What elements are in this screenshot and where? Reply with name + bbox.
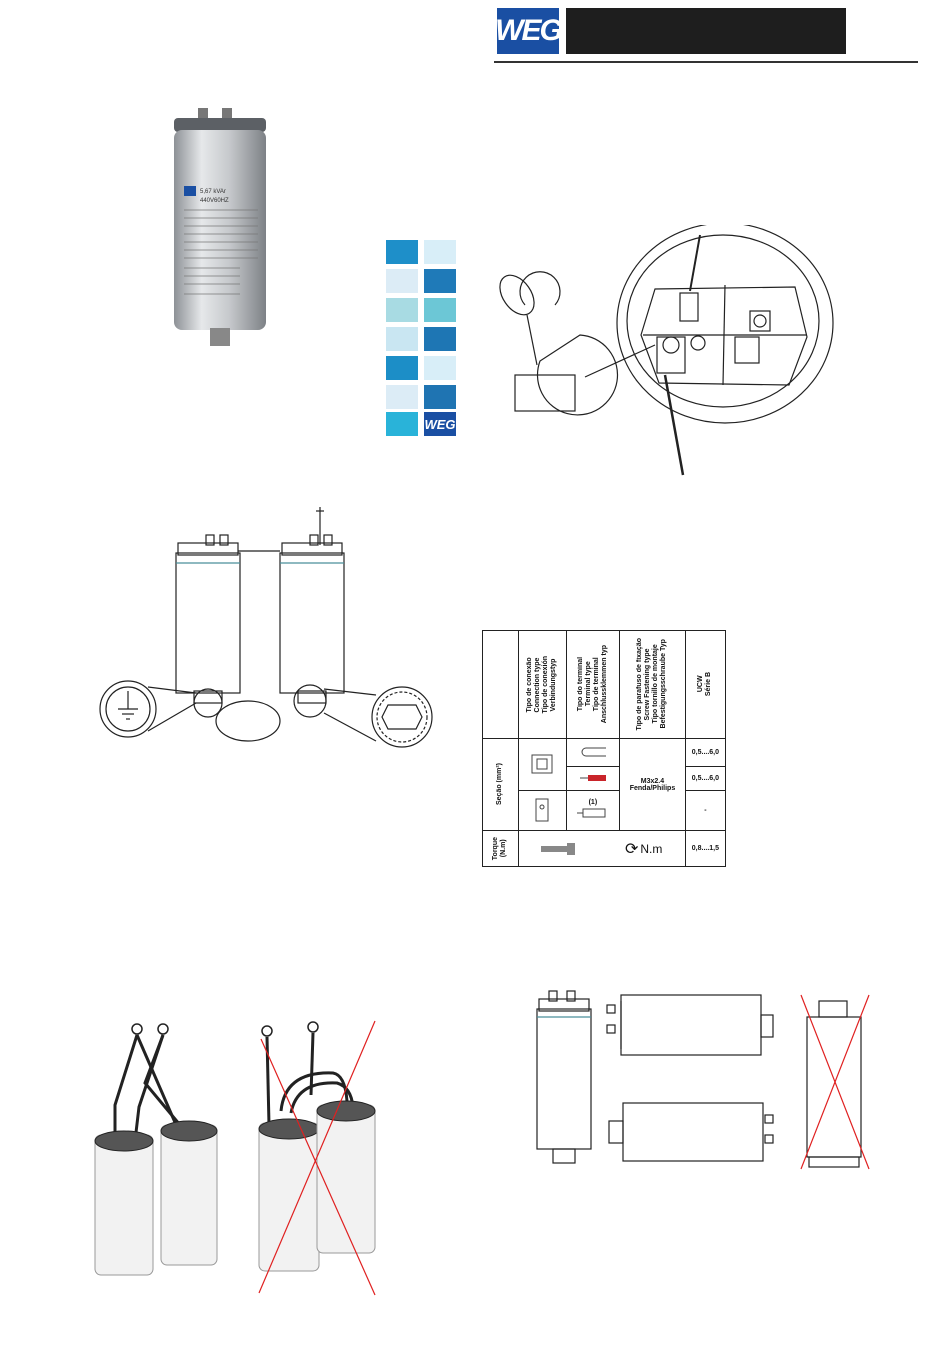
fork-terminal-icon [581,747,606,756]
header-screw-type: Tipo de parafuso de fixação Screw Fasten… [636,638,668,731]
section-value-3: - [684,790,727,831]
grounding-diagram [99,507,433,748]
row-section-label: Seção (mm²) [496,763,504,806]
rotation-icon: ⟳ [625,840,639,858]
capacitor-photo: 5,67 kVAr 440V60HZ [174,108,266,346]
weg-logo: WEG [495,8,563,54]
color-mosaic: WEG [386,240,460,436]
mosaic-logo: WEG [424,412,456,436]
terminal-box-icon [531,754,553,773]
header-bar [566,8,846,54]
ferrule-terminal-icon [576,808,606,818]
wiring-diagram [94,1020,376,1296]
terminal-diagram [499,225,834,476]
torque-unit: N.m [640,841,663,856]
row-torque-label: Torque (N.m) [492,836,508,861]
footnote-mark: (1) [588,799,598,806]
spec-table: Tipo de conexão Connection type Tipo de … [482,630,727,867]
screw-icon [541,842,576,855]
torque-value: 0,8....1,5 [684,830,727,867]
mounting-diagram [536,990,870,1170]
header-terminal-type: Tipo do terminal Terminal type Tipo de t… [576,645,608,724]
header-rule [494,61,918,63]
label-rating: 5,67 kVAr [200,189,226,195]
label-voltage: 440V60HZ [200,198,229,204]
header-ucw: UCW Série B [697,672,713,697]
header-connection-type: Tipo de conexão Connection type Tipo de … [526,655,558,714]
lug-terminal-icon [535,798,549,821]
screw-type-value: M3x2.4 Fenda/Philips [619,738,686,831]
section-value-2: 0,5....6,0 [684,766,727,791]
pin-terminal-icon [579,774,606,781]
section-value-1: 0,5....6,0 [684,738,727,767]
